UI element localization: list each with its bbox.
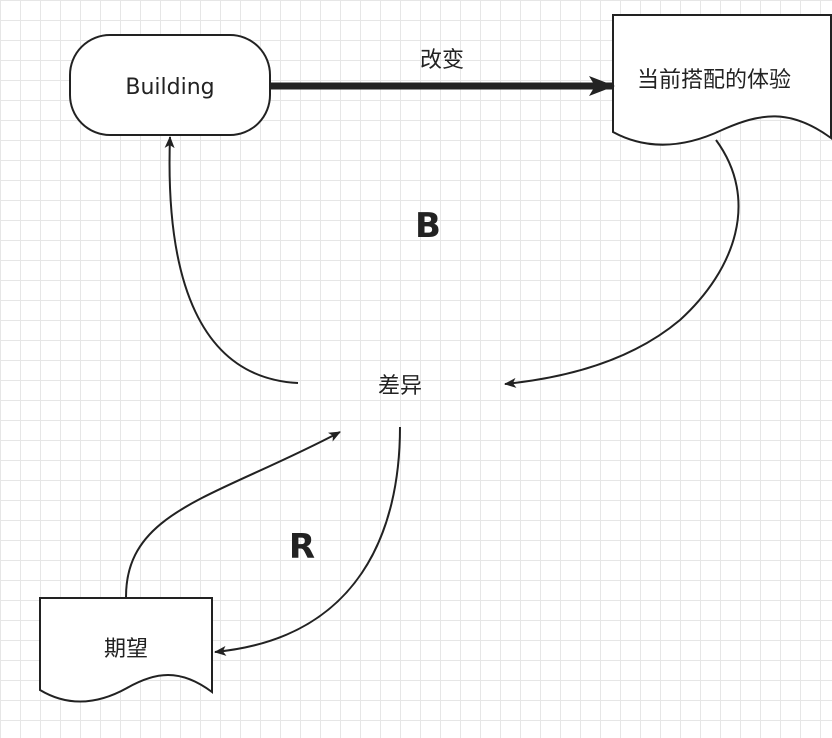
current-experience-node[interactable]: 当前搭配的体验 (612, 14, 832, 146)
difference-to-expectation-edge[interactable] (214, 426, 401, 656)
building-node[interactable]: Building (69, 34, 271, 136)
change-edge-label: 改变 (420, 48, 464, 73)
expectation-node-shape (39, 597, 213, 703)
experience-to-difference-edge[interactable] (504, 139, 740, 388)
expectation-node-label: 期望 (104, 637, 148, 662)
balancing-loop-label: B (415, 206, 441, 246)
current-experience-node-label: 当前搭配的体验 (637, 68, 791, 93)
reinforcing-loop-label: R (289, 527, 315, 567)
expectation-to-difference-edge[interactable] (125, 431, 341, 598)
difference-node-label[interactable]: 差异 (378, 374, 422, 399)
difference-to-building-edge[interactable] (164, 136, 299, 384)
expectation-node[interactable]: 期望 (39, 597, 213, 703)
current-experience-node-shape (612, 14, 832, 146)
building-node-label: Building (125, 75, 214, 100)
